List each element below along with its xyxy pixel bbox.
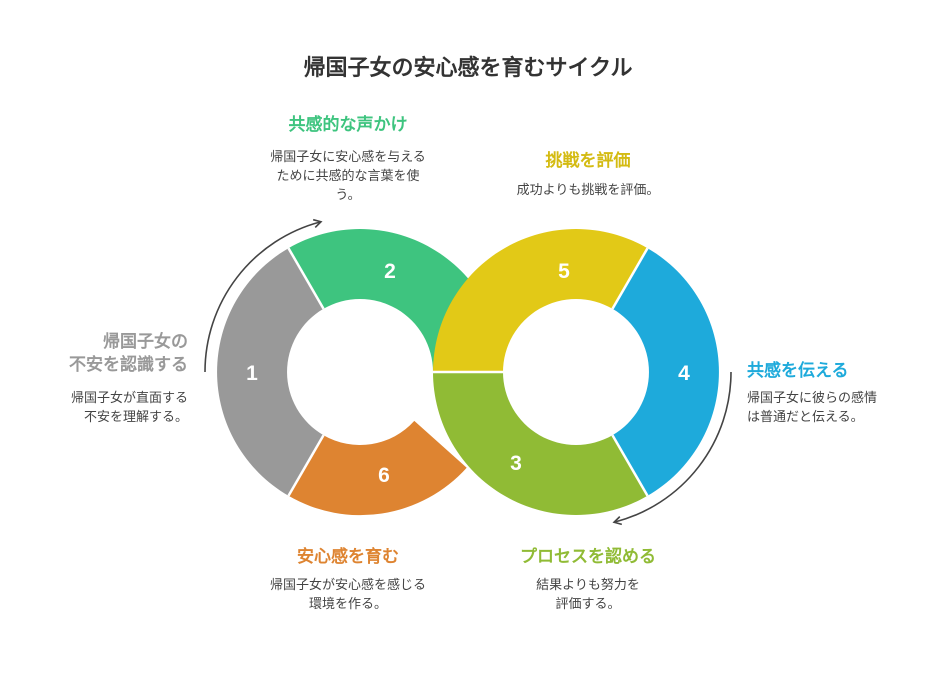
step-number-3: 3 (510, 452, 522, 475)
step-1-title: 帰国子女の 不安を認識する (20, 331, 188, 377)
step-3-desc-line: 結果よりも努力を (536, 578, 640, 593)
step-6-desc-line: 環境を作る。 (308, 597, 387, 612)
step-6-desc-line: 帰国子女が安心感を感じる (269, 578, 426, 593)
segment-4 (612, 248, 719, 496)
step-5-desc-line: 成功よりも挑戦を評価。 (516, 183, 660, 198)
step-4-desc-line: は普通だと伝える。 (747, 410, 864, 425)
step-3-desc-line: 評価する。 (555, 597, 621, 612)
cycle-arrow-left (204, 218, 323, 373)
step-4-description: 帰国子女に彼らの感情 は普通だと伝える。 (747, 389, 922, 427)
segment-5 (433, 229, 648, 372)
step-number-2: 2 (384, 260, 396, 283)
step-2-desc-line: ために共感的な言葉を使 (276, 169, 420, 184)
step-1-desc-line: 帰国子女が直面する (70, 391, 188, 406)
segment-1 (217, 248, 324, 496)
segment-6 (288, 420, 467, 516)
cycle-arrow-right (612, 371, 732, 526)
step-6-description: 帰国子女が安心感を感じる 環境を作る。 (238, 576, 458, 614)
step-2-desc-line: 帰国子女に安心感を与える (270, 150, 426, 165)
step-6-title: 安心感を育む (297, 547, 399, 567)
step-1-title-line: 帰国子女の (103, 332, 188, 352)
step-number-6: 6 (378, 464, 390, 487)
step-4-desc-line: 帰国子女に彼らの感情 (747, 391, 878, 406)
step-1-title-line: 不安を認識する (69, 355, 188, 375)
step-3-description: 結果よりも努力を 評価する。 (478, 576, 698, 614)
step-1-description: 帰国子女が直面する 不安を理解する。 (18, 389, 188, 427)
step-number-5: 5 (558, 260, 570, 283)
step-2-description: 帰国子女に安心感を与える ために共感的な言葉を使 う。 (238, 148, 458, 205)
step-5-description: 成功よりも挑戦を評価。 (478, 181, 698, 200)
step-number-1: 1 (246, 362, 258, 385)
step-2-title: 共感的な声かけ (288, 115, 408, 135)
segment-separators (287, 247, 649, 497)
step-2-desc-line: う。 (335, 188, 361, 203)
step-4-title: 共感を伝える (747, 361, 849, 381)
step-1-desc-line: 不安を理解する。 (83, 410, 188, 425)
step-3-title: プロセスを認める (520, 547, 656, 567)
diagram-title: 帰国子女の安心感を育むサイクル (303, 56, 633, 81)
segment-3 (433, 372, 648, 515)
step-number-4: 4 (678, 362, 690, 385)
step-5-title: 挑戦を評価 (545, 151, 631, 171)
